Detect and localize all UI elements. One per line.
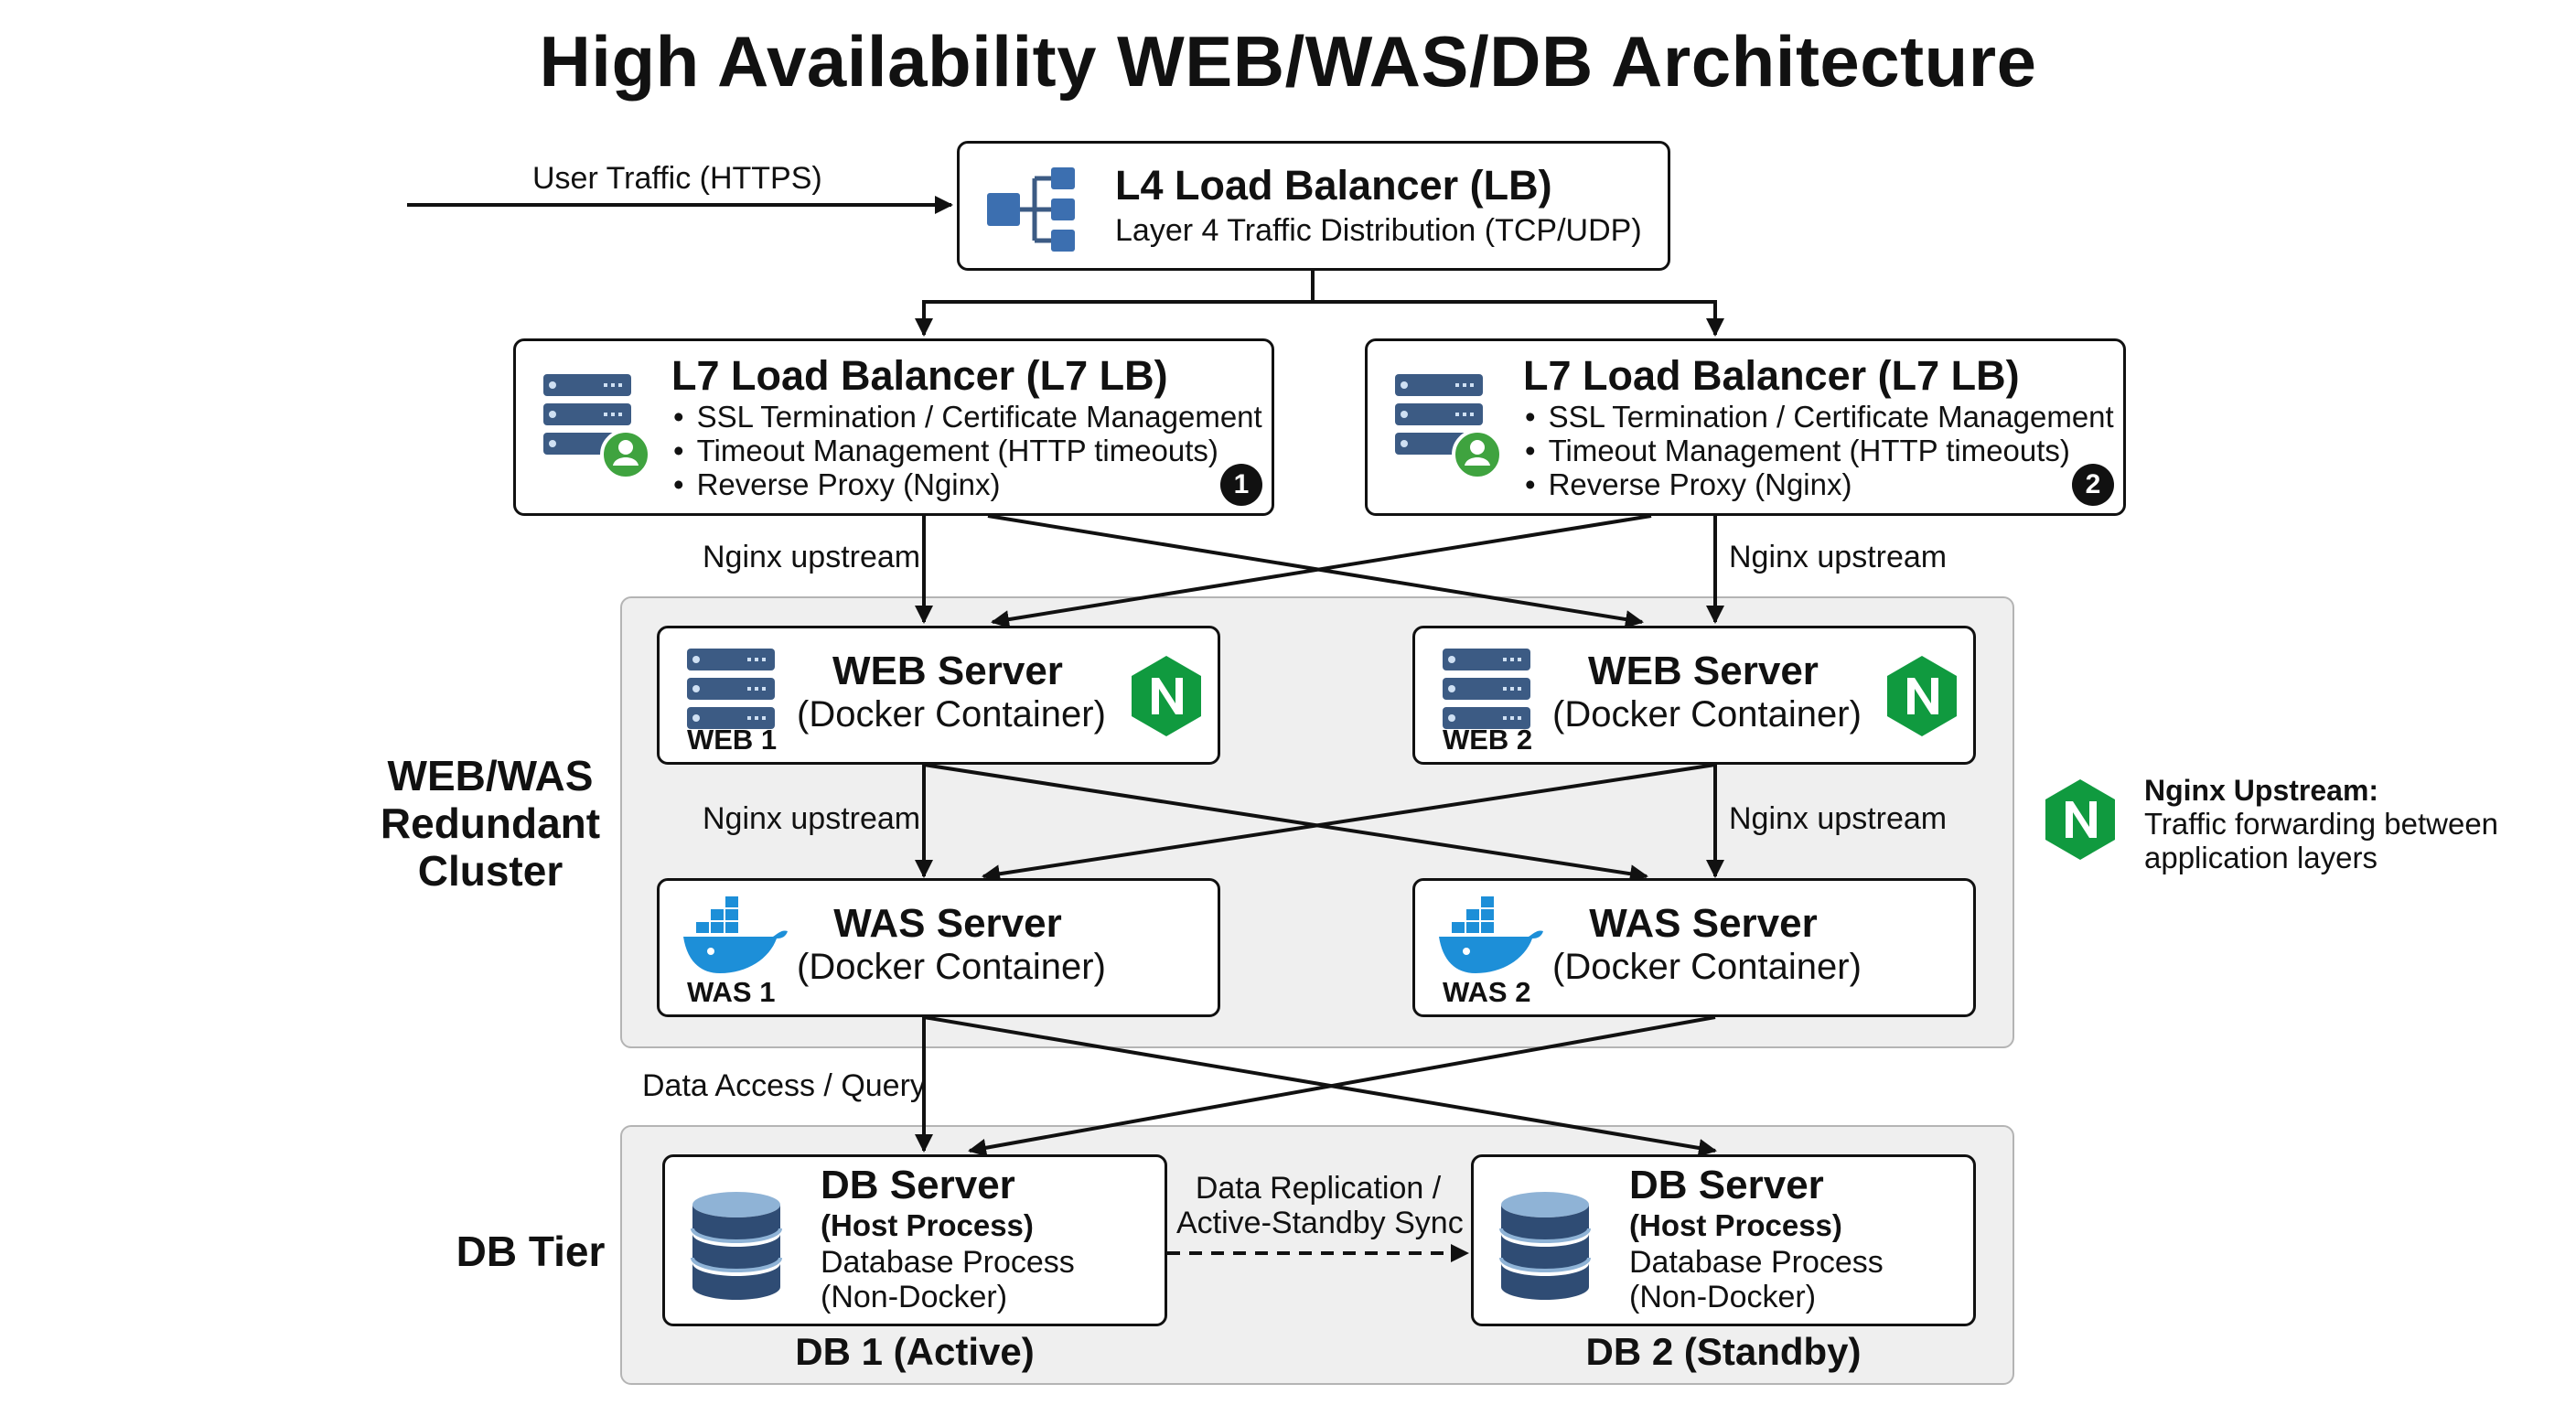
server-user-icon <box>543 374 651 480</box>
nginx-logo-icon <box>2045 779 2115 860</box>
l7-2-bullet: Reverse Proxy (Nginx) <box>1525 467 2114 501</box>
web-1-to-was-2-arrow <box>923 763 1648 884</box>
web-1-title: WEB Server <box>832 649 1063 693</box>
db-1-host-process: (Host Process) <box>821 1208 1034 1242</box>
was-server-2: WAS 2 WAS Server (Docker Container) <box>1412 878 1976 1017</box>
l7-2-bullet: Timeout Management (HTTP timeouts) <box>1525 434 2114 467</box>
l4-load-balancer: L4 Load Balancer (LB) Layer 4 Traffic Di… <box>957 141 1670 271</box>
db-tier-label: DB Tier <box>456 1228 606 1275</box>
was-server-1: WAS 1 WAS Server (Docker Container) <box>657 878 1220 1017</box>
web-2-to-was-1-arrow <box>982 763 1716 884</box>
l7-1-badge: 1 <box>1220 464 1262 506</box>
database-icon <box>1499 1192 1591 1302</box>
legend-line-2: application layers <box>2144 841 2377 874</box>
server-rack-icon <box>687 649 775 729</box>
l7-1-bullet: Reverse Proxy (Nginx) <box>673 467 1262 501</box>
was-2-to-db-1-arrow <box>968 1015 1716 1157</box>
was-1-to-db-2-arrow <box>923 1015 1717 1157</box>
l7-2-to-web-1-arrow <box>991 514 1652 629</box>
db-1-line-2: (Non-Docker) <box>821 1280 1008 1314</box>
l7-1-title: L7 Load Balancer (L7 LB) <box>671 352 1168 399</box>
db-1-caption: DB 1 (Active) <box>795 1330 1035 1373</box>
server-user-icon <box>1395 374 1503 480</box>
data-access-label: Data Access / Query <box>642 1068 926 1103</box>
db-2-caption: DB 2 (Standby) <box>1585 1330 1862 1373</box>
l7-1-bullet: SSL Termination / Certificate Management <box>673 400 1262 434</box>
user-traffic-label: User Traffic (HTTPS) <box>532 161 822 196</box>
db-2-title: DB Server <box>1629 1163 1824 1207</box>
db-server-2: DB Server (Host Process) Database Proces… <box>1471 1154 1976 1326</box>
l4-to-l7-2-arrow <box>1313 300 1724 337</box>
l4-title: L4 Load Balancer (LB) <box>1115 162 1552 209</box>
l7-1-bullet: Timeout Management (HTTP timeouts) <box>673 434 1262 467</box>
l4-subtitle: Layer 4 Traffic Distribution (TCP/UDP) <box>1115 213 1642 248</box>
l7-2-bullets: SSL Termination / Certificate Management… <box>1525 400 2114 501</box>
nginx-upstream-label: Nginx upstream <box>703 801 921 836</box>
was-1-title: WAS Server <box>833 901 1062 946</box>
database-icon <box>691 1192 782 1302</box>
l7-load-balancer-1: L7 Load Balancer (L7 LB) SSL Termination… <box>513 338 1274 516</box>
db-server-1: DB Server (Host Process) Database Proces… <box>662 1154 1167 1326</box>
l4-to-l7-1-arrow <box>915 270 1315 337</box>
cluster-label: WEB/WAS Redundant Cluster <box>380 752 601 895</box>
nginx-upstream-label: Nginx upstream <box>1729 540 1948 574</box>
db-2-line-2: (Non-Docker) <box>1629 1280 1817 1314</box>
docker-icon <box>683 896 788 973</box>
web-1-tag: WEB 1 <box>687 724 778 756</box>
web-1-subtitle: (Docker Container) <box>797 694 1106 735</box>
was-2-subtitle: (Docker Container) <box>1552 947 1862 987</box>
was-1-tag: WAS 1 <box>687 976 776 1008</box>
db-2-line-1: Database Process <box>1629 1245 1884 1280</box>
nginx-upstream-label: Nginx upstream <box>1729 801 1948 836</box>
docker-icon <box>1439 896 1543 973</box>
was-2-title: WAS Server <box>1589 901 1818 946</box>
db-2-host-process: (Host Process) <box>1629 1208 1842 1242</box>
nginx-upstream-label: Nginx upstream <box>703 540 921 574</box>
web-2-title: WEB Server <box>1588 649 1819 693</box>
legend-line-1: Traffic forwarding between <box>2144 807 2499 841</box>
l7-2-title: L7 Load Balancer (L7 LB) <box>1523 352 2020 399</box>
legend-title: Nginx Upstream: <box>2144 774 2379 807</box>
l7-2-bullet: SSL Termination / Certificate Management <box>1525 400 2114 434</box>
replication-label-line-1: Data Replication / <box>1195 1171 1442 1206</box>
web-server-2: WEB 2 WEB Server (Docker Container) <box>1412 626 1976 765</box>
was-2-tag: WAS 2 <box>1443 976 1531 1008</box>
nginx-logo-icon <box>1887 656 1957 736</box>
web-2-tag: WEB 2 <box>1443 724 1533 756</box>
db-1-title: DB Server <box>821 1163 1015 1207</box>
network-tree-icon <box>987 167 1075 252</box>
server-rack-icon <box>1443 649 1530 729</box>
db-1-line-1: Database Process <box>821 1245 1075 1280</box>
replication-label-line-2: Active-Standby Sync <box>1176 1206 1464 1240</box>
web-2-subtitle: (Docker Container) <box>1552 694 1862 735</box>
l7-2-badge: 2 <box>2072 464 2114 506</box>
page-title: High Availability WEB/WAS/DB Architectur… <box>539 21 2037 102</box>
web-server-1: WEB 1 WEB Server (Docker Container) <box>657 626 1220 765</box>
l7-1-bullets: SSL Termination / Certificate Management… <box>673 400 1262 501</box>
l7-load-balancer-2: L7 Load Balancer (L7 LB) SSL Termination… <box>1365 338 2126 516</box>
was-1-subtitle: (Docker Container) <box>797 947 1106 987</box>
nginx-logo-icon <box>1132 656 1201 736</box>
